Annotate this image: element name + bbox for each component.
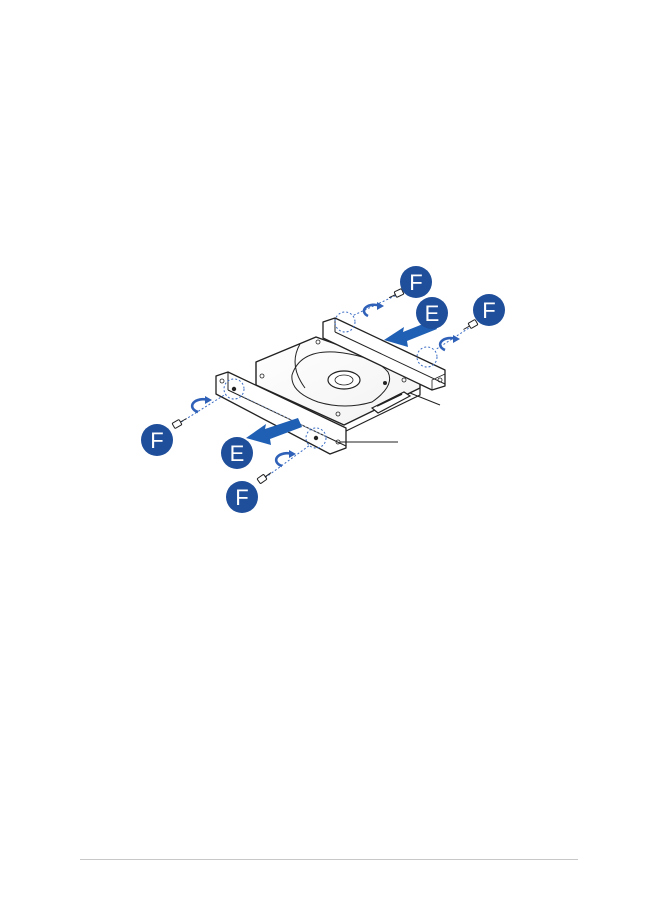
leader-lines [340, 392, 441, 443]
footer-divider [80, 859, 578, 860]
callout-f-bottom: F [226, 481, 258, 513]
screw-hole-markers [223, 311, 438, 449]
callout-e-top: E [416, 297, 448, 329]
svg-text:F: F [482, 298, 495, 323]
insert-arrow-icon [246, 320, 437, 445]
callout-f-top-right: F [473, 294, 505, 326]
svg-text:F: F [235, 485, 248, 510]
spindle-icon [327, 370, 361, 390]
callout-f-left: F [141, 424, 173, 456]
rotate-arrow-icon [190, 303, 457, 468]
screw-icon [171, 288, 479, 484]
hard-drive [255, 336, 421, 433]
callout-f-top-left: F [400, 266, 432, 298]
svg-text:F: F [150, 428, 163, 453]
callout-e-bottom: E [221, 437, 253, 469]
svg-text:E: E [230, 441, 245, 466]
svg-text:F: F [409, 270, 422, 295]
svg-text:E: E [425, 301, 440, 326]
